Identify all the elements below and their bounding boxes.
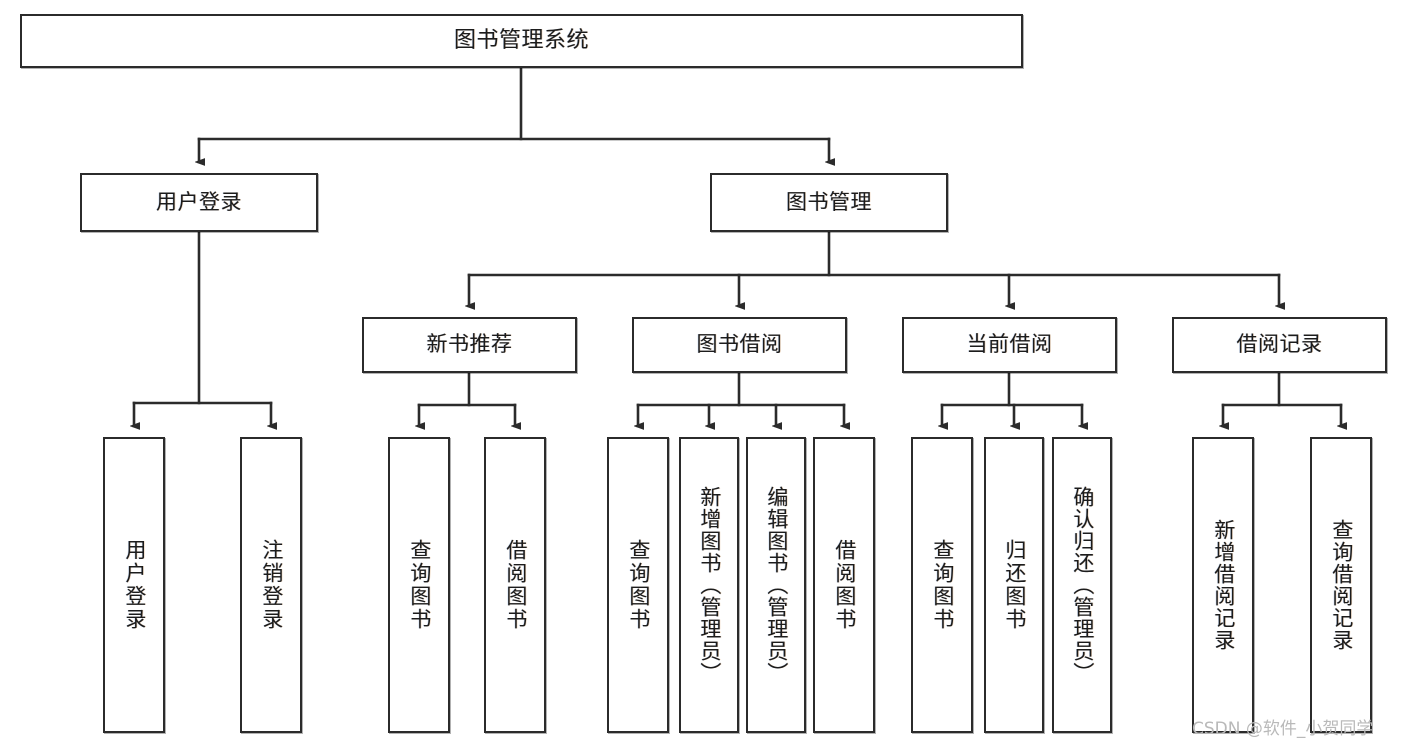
leaf-query-borrow-record[interactable]: 查询借阅记录 (1310, 437, 1372, 733)
leaf-query-book-recommend[interactable]: 查询图书 (388, 437, 450, 733)
leaf-add-borrow-record-label: 新增借阅记录 (1211, 519, 1236, 651)
leaf-query-book-borrow[interactable]: 查询图书 (607, 437, 669, 733)
node-new-book-recommend-label: 新书推荐 (426, 332, 513, 357)
leaf-confirm-return-admin-label: 确认归还（管理员） (1070, 486, 1095, 684)
leaf-logout[interactable]: 注销登录 (240, 437, 302, 733)
leaf-add-book-admin-label: 新增图书（管理员） (697, 486, 722, 684)
leaf-logout-label: 注销登录 (259, 539, 284, 631)
leaf-edit-book-admin[interactable]: 编辑图书（管理员） (746, 437, 806, 733)
leaf-confirm-return-admin[interactable]: 确认归还（管理员） (1052, 437, 1112, 733)
leaf-borrow-book-label: 借阅图书 (832, 539, 857, 631)
node-book-management[interactable]: 图书管理 (710, 173, 948, 232)
node-user-login[interactable]: 用户登录 (80, 173, 318, 232)
leaf-user-login[interactable]: 用户登录 (103, 437, 165, 733)
node-new-book-recommend[interactable]: 新书推荐 (362, 317, 577, 373)
leaf-query-borrow-record-label: 查询借阅记录 (1329, 519, 1354, 651)
leaf-query-book-recommend-label: 查询图书 (407, 539, 432, 631)
node-root-label: 图书管理系统 (453, 27, 589, 53)
watermark: CSDN @软件_小贺同学 (1192, 719, 1374, 739)
node-borrow-record-label: 借阅记录 (1236, 332, 1323, 357)
leaf-user-login-label: 用户登录 (122, 539, 147, 631)
leaf-return-book[interactable]: 归还图书 (984, 437, 1044, 733)
leaf-borrow-book-recommend-label: 借阅图书 (503, 539, 528, 631)
node-current-borrow-label: 当前借阅 (966, 332, 1053, 357)
node-book-borrow-label: 图书借阅 (696, 332, 783, 357)
leaf-add-book-admin[interactable]: 新增图书（管理员） (679, 437, 739, 733)
node-book-borrow[interactable]: 图书借阅 (632, 317, 847, 373)
leaf-query-book-current[interactable]: 查询图书 (911, 437, 973, 733)
leaf-borrow-book[interactable]: 借阅图书 (813, 437, 875, 733)
leaf-query-book-current-label: 查询图书 (930, 539, 955, 631)
node-borrow-record[interactable]: 借阅记录 (1172, 317, 1387, 373)
leaf-return-book-label: 归还图书 (1002, 539, 1027, 631)
node-root[interactable]: 图书管理系统 (20, 14, 1023, 68)
leaf-borrow-book-recommend[interactable]: 借阅图书 (484, 437, 546, 733)
node-book-management-label: 图书管理 (786, 189, 872, 214)
node-current-borrow[interactable]: 当前借阅 (902, 317, 1117, 373)
leaf-edit-book-admin-label: 编辑图书（管理员） (764, 486, 789, 684)
leaf-query-book-borrow-label: 查询图书 (626, 539, 651, 631)
node-user-login-label: 用户登录 (156, 189, 242, 214)
leaf-add-borrow-record[interactable]: 新增借阅记录 (1192, 437, 1254, 733)
